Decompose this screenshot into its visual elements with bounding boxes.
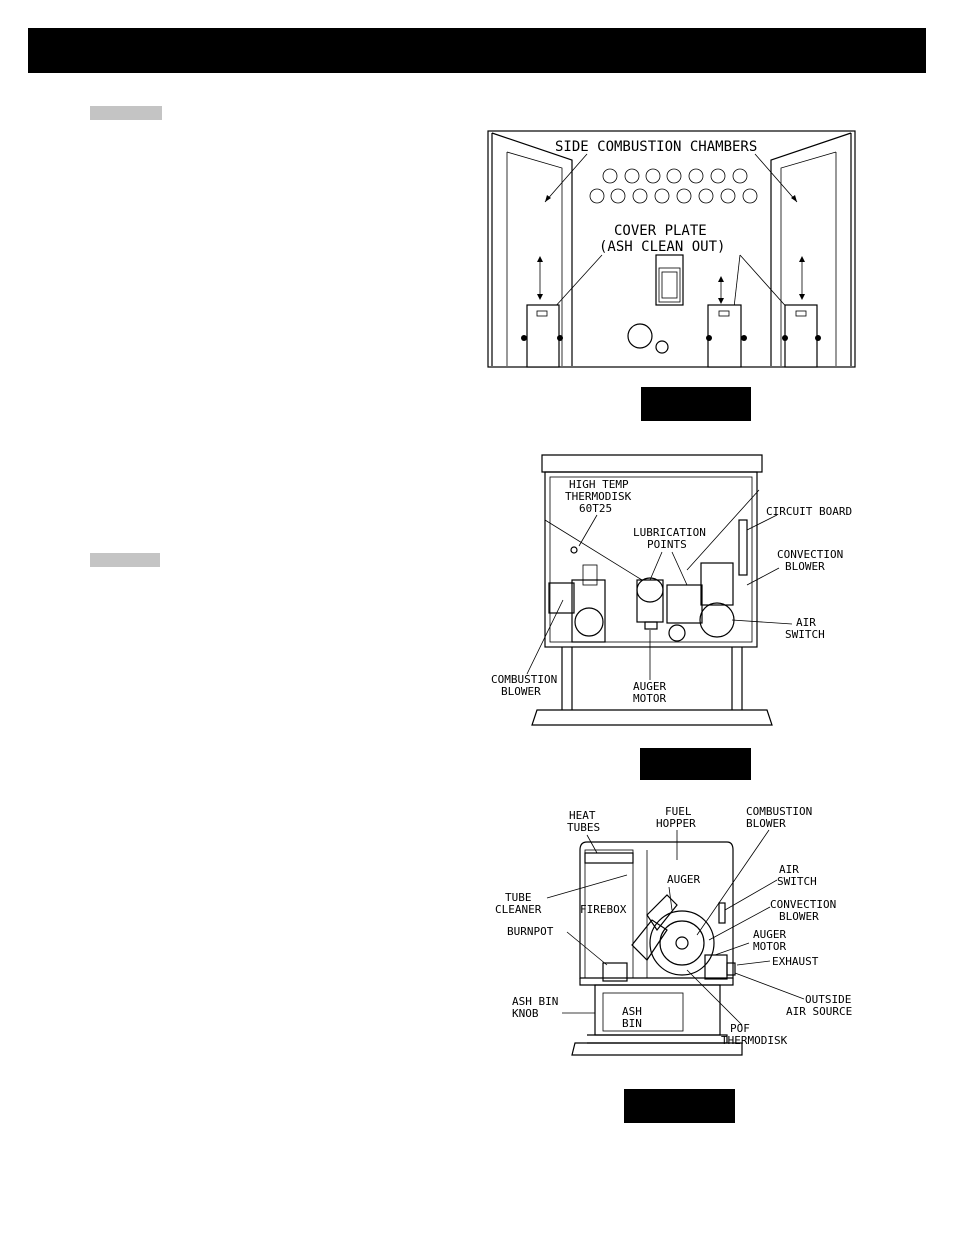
tube-cleaner-label-2: CLEANER [495,903,542,916]
auger-motor-label-2: MOTOR [633,692,666,705]
convection-label-1: CONVECTION [770,898,836,911]
figure-3-caption-box [624,1089,735,1123]
burnpot-label: BURNPOT [507,925,554,938]
heat-tubes-label-1: HEAT [569,809,596,822]
figure-2-rear-view: HIGH TEMP THERMODISK 60T25 LUBRICATION P… [491,454,852,726]
convection-label-2: BLOWER [779,910,819,923]
auger-motor-label-2: MOTOR [753,940,786,953]
ash-bin-knob-label-1: ASH BIN [512,995,558,1008]
side-chambers-label: SIDE COMBUSTION CHAMBERS [555,139,757,155]
exhaust-label: EXHAUST [772,955,819,968]
high-temp-label-2: THERMODISK [565,490,632,503]
convection-label-1: CONVECTION [777,548,843,561]
pof-label-2: THERMODISK [721,1034,788,1047]
outside-air-label-1: OUTSIDE [805,993,851,1006]
fuel-hopper-label-1: FUEL [665,805,692,818]
cover-plate-label-1: COVER PLATE [614,223,707,239]
air-switch-label-1: AIR [796,616,816,629]
lubrication-label-1: LUBRICATION [633,526,706,539]
combustion-label-2: BLOWER [746,817,786,830]
ash-bin-knob-label-2: KNOB [512,1007,539,1020]
auger-motor-label-1: AUGER [633,680,666,693]
air-switch-label-2: SWITCH [785,628,825,641]
firebox-label: FIREBOX [580,903,627,916]
lubrication-label-2: POINTS [647,538,687,551]
pof-label-1: POF [730,1022,750,1035]
header-bar [28,28,926,73]
figure-1-combustion-chambers: SIDE COMBUSTION CHAMBERS COVER PLATE (AS… [487,130,856,368]
outside-air-label-2: AIR SOURCE [786,1005,852,1018]
auger-motor-label-1: AUGER [753,928,786,941]
high-temp-label-3: 60T25 [579,502,612,515]
figure-1-caption-box [641,387,751,421]
combustion-label-2: BLOWER [501,685,541,698]
figure-2-caption-box [640,748,751,780]
air-switch-label-2: SWITCH [777,875,817,888]
cover-plate-label-2: (ASH CLEAN OUT) [599,239,725,255]
auger-label: AUGER [667,873,700,886]
heat-tubes-label-2: TUBES [567,821,600,834]
combustion-label-1: COMBUSTION [491,673,557,686]
ash-bin-label-1: ASH [622,1005,642,1018]
high-temp-label-1: HIGH TEMP [569,478,629,491]
section-tab-1 [90,106,162,120]
air-switch-label-1: AIR [779,863,799,876]
circuit-board-label: CIRCUIT BOARD [766,505,852,518]
fuel-hopper-label-2: HOPPER [656,817,696,830]
convection-label-2: BLOWER [785,560,825,573]
section-tab-2 [90,553,160,567]
ash-bin-label-2: BIN [622,1017,642,1030]
tube-cleaner-label-1: TUBE [505,891,532,904]
figure-3-side-view: HEAT TUBES FUEL HOPPER COMBUSTION BLOWER… [495,805,852,1056]
combustion-label-1: COMBUSTION [746,805,812,818]
